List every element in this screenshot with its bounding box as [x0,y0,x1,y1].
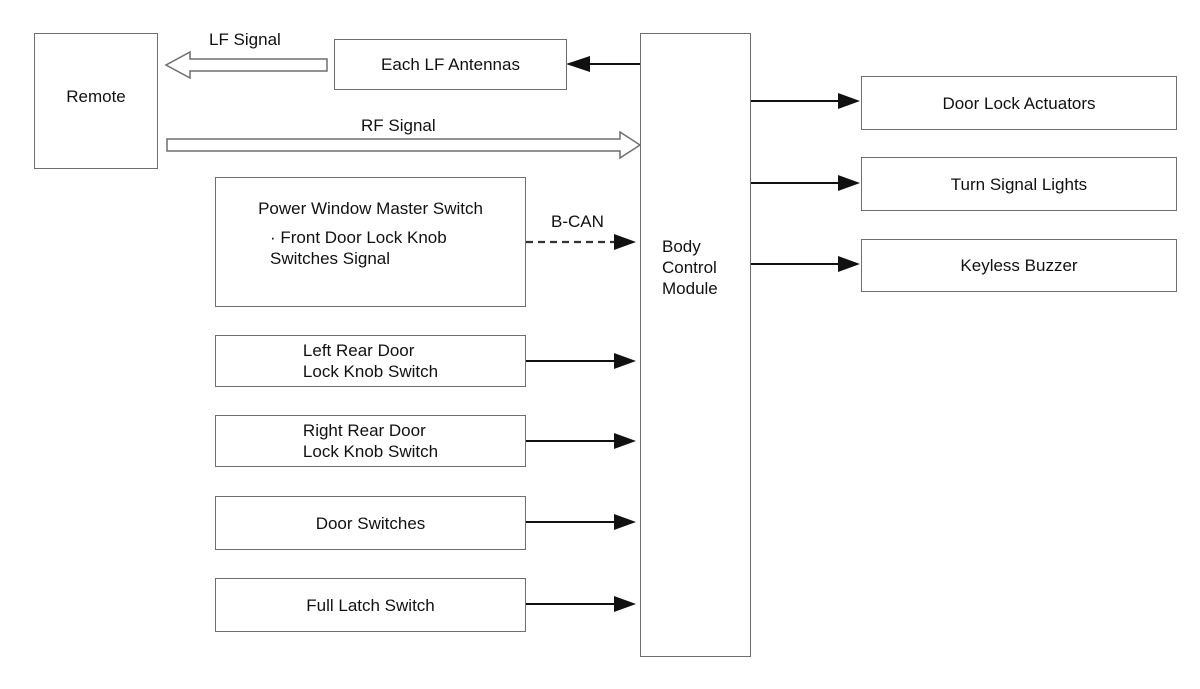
right-rear-door-lock-knob-switch-box: Right Rear Door Lock Knob Switch [215,415,526,467]
turn-signal-label: Turn Signal Lights [950,174,1088,194]
arrow-head-right-rear [614,433,636,449]
door-switches-label: Door Switches [315,513,426,533]
arrow-head-keyless-buzzer [838,256,860,272]
lf-signal-arrow [164,50,328,80]
b-can-arrow-head [614,234,636,250]
body-control-module-box: Body Control Module [640,33,751,657]
full-latch-switch-box: Full Latch Switch [215,578,526,632]
b-can-label: B-CAN [551,212,604,231]
pwms-detail: · Front Door Lock Knob Switches Signal [270,228,447,268]
keyless-buzzer-box: Keyless Buzzer [861,239,1177,292]
rf-signal-label: RF Signal [361,116,436,135]
power-window-master-switch-box: Power Window Master Switch · Front Door … [215,177,526,307]
arrow-head-door-switches [614,514,636,530]
right-rear-label: Right Rear Door Lock Knob Switch [302,421,439,461]
pwms-title: Power Window Master Switch [258,199,483,218]
arrow-head-door-lock [838,93,860,109]
arrow-head-turn-signal [838,175,860,191]
full-latch-label: Full Latch Switch [306,595,435,615]
arrow-head-left-rear [614,353,636,369]
rf-signal-arrow [166,130,642,160]
remote-label: Remote [66,87,126,106]
lf-antennas-box: Each LF Antennas [334,39,567,90]
lf-antennas-label: Each LF Antennas [381,55,520,74]
bcm-label: Body Control Module [662,237,718,298]
remote-box: Remote [34,33,158,169]
door-switches-box: Door Switches [215,496,526,550]
arrow-head-full-latch [614,596,636,612]
turn-signal-lights-box: Turn Signal Lights [861,157,1177,211]
arrow-head-lf-antennas [566,56,590,72]
lf-signal-label: LF Signal [209,30,281,49]
left-rear-door-lock-knob-switch-box: Left Rear Door Lock Knob Switch [215,335,526,387]
keyless-buzzer-label: Keyless Buzzer [960,256,1078,275]
left-rear-label: Left Rear Door Lock Knob Switch [302,341,439,381]
door-lock-actuators-box: Door Lock Actuators [861,76,1177,130]
door-lock-label: Door Lock Actuators [942,93,1096,113]
